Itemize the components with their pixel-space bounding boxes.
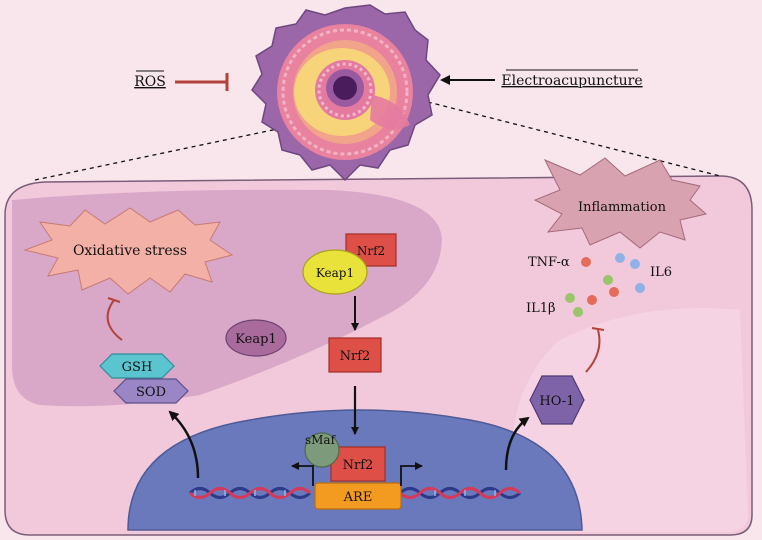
- nrf2-mid-box: [328, 337, 382, 373]
- sod-hexagon: [113, 378, 189, 404]
- zoom-line-right: [419, 99, 721, 177]
- electroacupuncture-label: Electroacupuncture: [501, 73, 642, 89]
- gsh-label: GSH: [122, 360, 153, 375]
- nrf2-mid-label: Nrf2: [340, 349, 371, 364]
- keap1-free: [225, 319, 287, 357]
- gsh-inhibit-bar: [107, 297, 121, 303]
- gsh-hexagon: [99, 353, 175, 379]
- oxidative-stress-label: Oxidative stress: [73, 243, 187, 259]
- keap1-free-label: Keap1: [235, 332, 276, 347]
- transcription-arrow-left: [291, 462, 314, 486]
- follicle-illustration: [251, 4, 441, 182]
- keap1-bound-label: Keap1: [316, 266, 354, 280]
- ho1-inhibit-bar: [591, 327, 605, 331]
- transcription-arrow-right: [400, 462, 423, 486]
- oxidative-stress-burst: [23, 207, 234, 295]
- arrow-dna-to-ho1: [504, 416, 530, 471]
- zoom-line-left: [34, 119, 321, 181]
- nrf2-nuclear-box: [330, 446, 386, 482]
- nrf2-nuclear-label: Nrf2: [343, 458, 374, 473]
- sod-label: SOD: [136, 385, 166, 400]
- ho1-inhibit-curve: [585, 329, 601, 373]
- smaf-label: sMaf: [305, 433, 337, 447]
- dna-strand: [188, 487, 522, 499]
- ho1-label: HO-1: [539, 394, 574, 409]
- inflammation-label: Inflammation: [578, 200, 667, 215]
- il6-label: IL6: [650, 265, 672, 280]
- nrf2-bound-label: Nrf2: [357, 244, 385, 258]
- inflammation-burst: [533, 157, 708, 249]
- are-label: ARE: [343, 490, 373, 505]
- il1b-label: IL1β: [526, 301, 556, 316]
- smaf-protein: [304, 432, 340, 468]
- are-box: [314, 482, 402, 510]
- arrow-dna-to-antioxidants: [168, 410, 200, 479]
- gsh-inhibit-curve: [106, 299, 123, 341]
- ho1-hexagon: [529, 375, 585, 425]
- cytokine-dots: [565, 253, 645, 317]
- tnf-alpha-label: TNF-α: [528, 255, 570, 270]
- ros-label: ROS: [134, 74, 166, 90]
- cytoplasm-light-region: [510, 308, 748, 532]
- keap1-bound: [302, 249, 368, 295]
